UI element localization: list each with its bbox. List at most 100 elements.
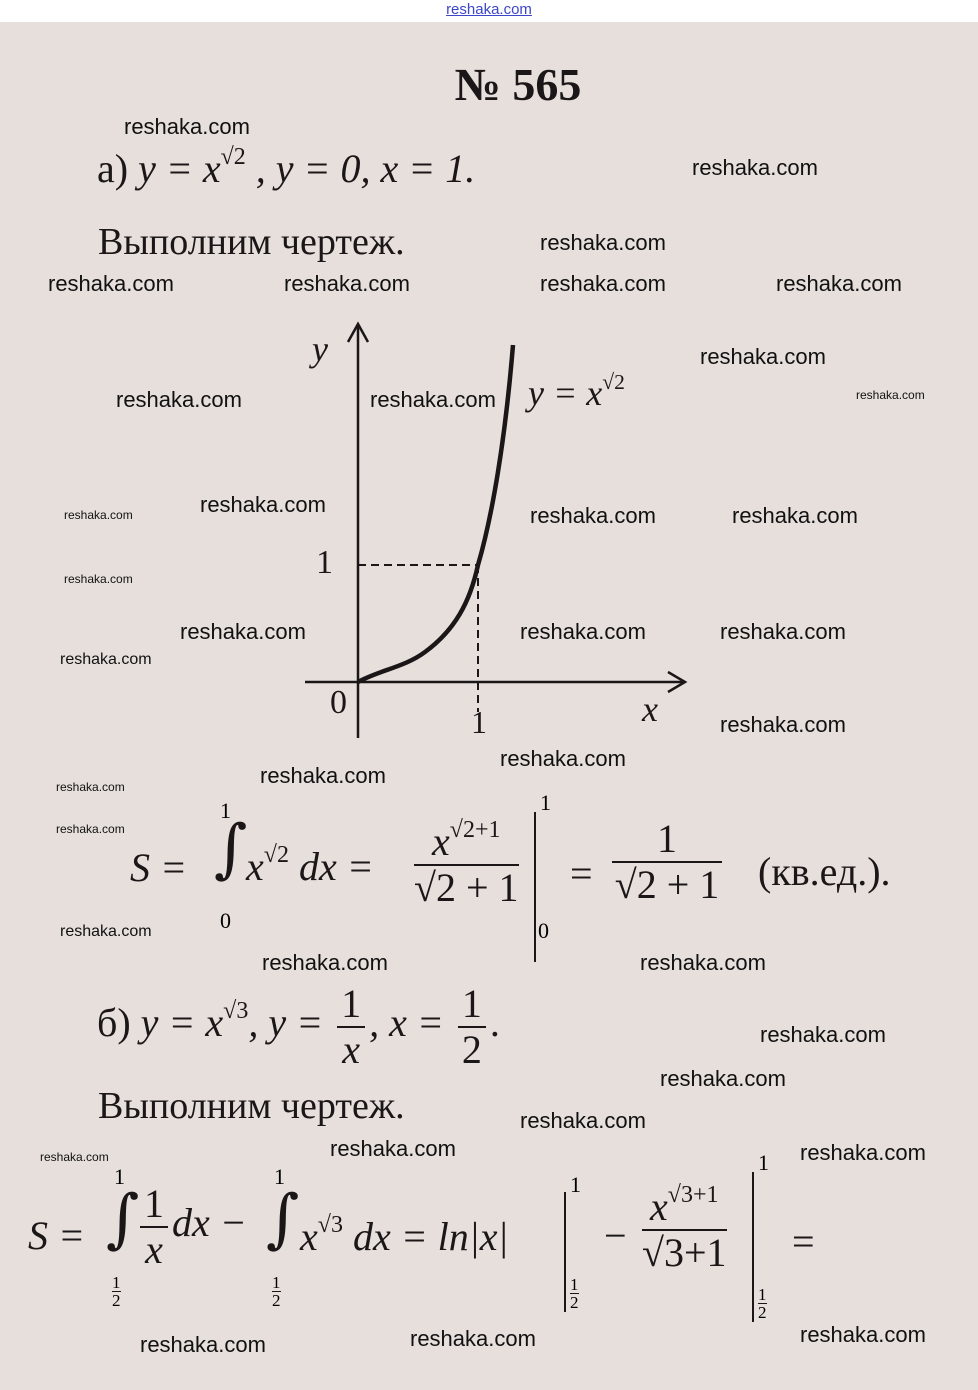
y-arrow-icon bbox=[346, 321, 370, 343]
watermark: reshaka.com bbox=[56, 780, 125, 794]
upper-limit: 1 bbox=[114, 1164, 125, 1189]
curve-label: y = x√2 bbox=[528, 370, 625, 414]
frac1-den: x bbox=[342, 1027, 360, 1072]
lower-den: 2 bbox=[112, 1291, 121, 1310]
watermark: reshaka.com bbox=[776, 271, 902, 296]
watermark: reshaka.com bbox=[284, 271, 410, 296]
den: √3+1 bbox=[642, 1230, 727, 1275]
dx: dx = bbox=[298, 844, 374, 889]
watermark: reshaka.com bbox=[40, 1150, 109, 1164]
evaluation-bar bbox=[564, 1192, 566, 1312]
x-axis-label: x bbox=[642, 689, 658, 729]
watermark: reshaka.com bbox=[330, 1136, 456, 1161]
term3-fraction: x√3+1 √3+1 bbox=[638, 1182, 731, 1275]
upper-limit: 1 bbox=[274, 1164, 285, 1189]
upper-limit: 1 bbox=[220, 798, 231, 823]
watermark: reshaka.com bbox=[660, 1066, 786, 1091]
minus: − bbox=[604, 1213, 627, 1258]
watermark: reshaka.com bbox=[700, 344, 826, 369]
y-axis-label: y bbox=[312, 329, 328, 369]
term2: x√3 dx = ln|x| bbox=[300, 1212, 509, 1260]
result-den: √2 + 1 bbox=[614, 862, 720, 907]
f1-den: x bbox=[145, 1227, 163, 1272]
watermark: reshaka.com bbox=[720, 712, 846, 737]
watermark: reshaka.com bbox=[64, 508, 133, 522]
units: (кв.ед.). bbox=[758, 849, 891, 894]
integrand: x√2 dx = bbox=[246, 842, 374, 890]
num: x bbox=[650, 1184, 668, 1229]
watermark: reshaka.com bbox=[116, 387, 242, 412]
watermark: reshaka.com bbox=[260, 763, 386, 788]
curve-label-exp: √2 bbox=[602, 370, 625, 394]
curve-label-text: y = x bbox=[528, 373, 603, 414]
x-arrow-icon bbox=[667, 670, 688, 694]
dx1: dx − bbox=[172, 1200, 247, 1246]
origin-label: 0 bbox=[330, 684, 347, 721]
evaluation-bar bbox=[752, 1172, 754, 1322]
eval-upper: 1 bbox=[758, 1150, 769, 1175]
watermark: reshaka.com bbox=[760, 1022, 886, 1047]
frac2-den: 2 bbox=[461, 1027, 482, 1072]
equation: y = x bbox=[138, 146, 221, 191]
lower-num: 1 bbox=[272, 1273, 281, 1292]
frac1-num: 1 bbox=[337, 982, 366, 1028]
watermark: reshaka.com bbox=[692, 155, 818, 180]
watermark: reshaka.com bbox=[540, 271, 666, 296]
integral-sign-icon: ∫ bbox=[266, 1182, 300, 1256]
watermark: reshaka.com bbox=[262, 950, 388, 975]
den: √2 + 1 bbox=[414, 865, 519, 910]
watermark: reshaka.com bbox=[800, 1140, 926, 1165]
watermark: reshaka.com bbox=[500, 746, 626, 771]
num-exp: √3+1 bbox=[667, 1182, 719, 1208]
watermark: reshaka.com bbox=[64, 572, 133, 586]
lower-num: 1 bbox=[758, 1285, 767, 1304]
eq3: , x = bbox=[369, 1000, 444, 1046]
conditions: , y = 0, x = 1. bbox=[255, 146, 476, 191]
watermark: reshaka.com bbox=[48, 271, 174, 296]
watermark: reshaka.com bbox=[60, 923, 152, 940]
watermark: reshaka.com bbox=[856, 388, 925, 402]
drawing-heading-b: Выполним чертеж. bbox=[98, 1085, 405, 1127]
result-num: 1 bbox=[612, 817, 722, 863]
lower-den: 2 bbox=[272, 1291, 281, 1310]
exponent: √2 bbox=[220, 144, 246, 170]
lower-limit: 0 bbox=[220, 908, 231, 933]
num: x bbox=[432, 819, 450, 864]
watermark: reshaka.com bbox=[520, 619, 646, 644]
watermark: reshaka.com bbox=[56, 822, 125, 836]
end: . bbox=[489, 1000, 500, 1046]
y-tick-1: 1 bbox=[316, 544, 333, 581]
x-tick-1: 1 bbox=[471, 704, 487, 740]
eval-upper: 1 bbox=[540, 790, 551, 815]
lower-den: 2 bbox=[758, 1303, 767, 1322]
lower-num: 1 bbox=[112, 1273, 121, 1292]
site-link[interactable]: reshaka.com bbox=[446, 1, 532, 18]
watermark: reshaka.com bbox=[140, 1332, 266, 1357]
curve bbox=[356, 344, 516, 684]
lower-num: 1 bbox=[570, 1275, 579, 1294]
problem-title: № 565 bbox=[454, 59, 582, 110]
f1-num: 1 bbox=[140, 1182, 168, 1228]
eq2: , y = bbox=[248, 1000, 324, 1046]
drawing-heading: Выполним чертеж. bbox=[98, 221, 405, 263]
eval-upper: 1 bbox=[570, 1172, 581, 1197]
integral-b-lhs: S = bbox=[28, 1213, 85, 1258]
lower-den: 2 bbox=[570, 1293, 579, 1312]
watermark: reshaka.com bbox=[540, 230, 666, 255]
eq1: y = x bbox=[140, 1000, 224, 1046]
integrand-exp: √3 bbox=[317, 1212, 343, 1238]
watermark: reshaka.com bbox=[370, 387, 496, 412]
integrand-exp: √2 bbox=[263, 842, 289, 868]
integral-sign-icon: ∫ bbox=[214, 812, 248, 886]
watermark: reshaka.com bbox=[60, 651, 152, 668]
integrand: x bbox=[300, 1214, 318, 1259]
equals: = bbox=[792, 1219, 815, 1264]
equals: = bbox=[570, 851, 593, 896]
integrand-base: x bbox=[246, 844, 264, 889]
integral-a-lhs: S = bbox=[130, 845, 187, 890]
watermark: reshaka.com bbox=[124, 114, 250, 139]
